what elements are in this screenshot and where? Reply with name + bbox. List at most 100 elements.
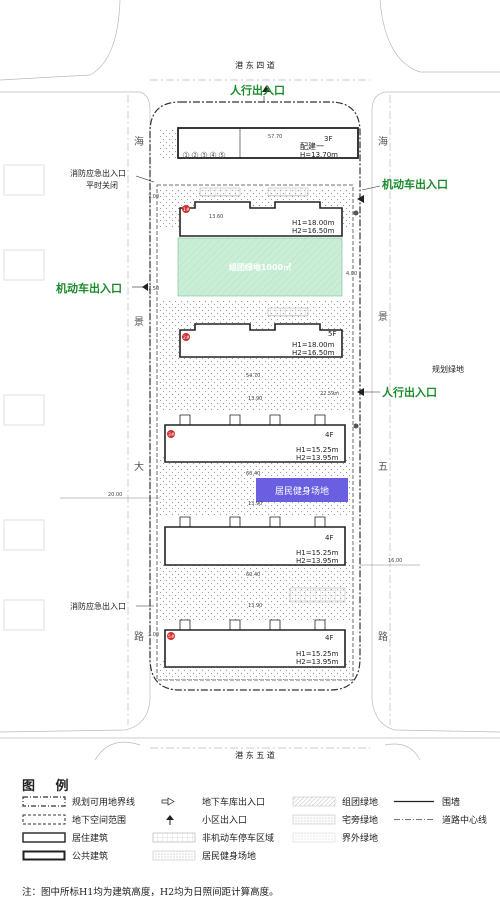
dim-60-40-b: 60.40 (246, 572, 260, 578)
dimension-labels: 20.00 16.00 13.90 13.90 13.90 22.59m 7.5… (60, 194, 420, 638)
yard-green-symbol (292, 814, 336, 825)
dim-60-40-a: 60.40 (246, 471, 260, 477)
site-plan-map: 港 东 四 道 港 东 五 道 海 景 大 路 海 景 五 路 57.70 3F… (0, 0, 500, 760)
legend-public: 公共建筑 (22, 849, 108, 862)
svg-text:7.50: 7.50 (148, 286, 159, 292)
svg-text:16.00: 16.00 (388, 558, 402, 564)
building-2-h2: H2=16.50m (292, 349, 335, 357)
wall-symbol (394, 800, 434, 803)
building-5-id: 5# (168, 634, 175, 640)
public-building-numbers: 1 2 3 4 5 (182, 151, 226, 159)
building-1-h1: H1=18.00m (292, 219, 335, 227)
building-1-h2: H2=16.50m (292, 227, 335, 235)
building-3-id: 3# (168, 432, 175, 438)
outer-green-symbol (292, 832, 336, 843)
bike-symbol (152, 832, 196, 843)
callout-ped-right: 人行出入口 (362, 385, 437, 399)
svg-text:13.90: 13.90 (248, 603, 262, 609)
road-name-bottom: 港 东 五 道 (235, 750, 275, 760)
public-symbol (22, 850, 66, 861)
building-2-h1: H1=18.00m (292, 341, 335, 349)
fitness-symbol (152, 850, 196, 861)
legend-bike: 非机动车停车区域 (152, 831, 274, 844)
legend-yard: 宅旁绿地 (292, 813, 378, 826)
svg-text:1: 1 (185, 153, 188, 159)
svg-text:2: 2 (194, 153, 197, 159)
svg-text:路: 路 (134, 630, 144, 643)
fitness-label: 居民健身场地 (275, 485, 329, 497)
building-1-dim: 13.60 (209, 214, 223, 220)
callout-veh-right: 机动车出入口 (361, 177, 448, 191)
svg-text:平时关闭: 平时关闭 (86, 180, 118, 190)
residential-symbol (22, 832, 66, 843)
svg-text:13.90: 13.90 (248, 396, 262, 402)
building-5: 5# 4F H1=15.25m H2=13.95m (164, 619, 346, 668)
building-5-h2: H2=13.95m (296, 658, 339, 666)
boundary-symbol (22, 796, 66, 807)
public-width: 57.70 (268, 134, 282, 140)
group-green-label: 组团绿地1000㎡ (229, 262, 291, 272)
svg-text:5: 5 (221, 153, 224, 159)
building-4-floors: 4F (325, 534, 333, 542)
callout-veh-left: 机动车出入口 (56, 281, 148, 295)
svg-text:4.00: 4.00 (346, 271, 357, 277)
legend: 规划可用地界线 地下空间范围 居住建筑 公共建筑 地下车库出入口 小区出入口 非… (22, 795, 492, 865)
garage-arrow-icon (161, 797, 175, 806)
svg-text:4: 4 (212, 153, 215, 159)
bike-parking-areas (199, 187, 346, 603)
entrance-arrow-icon (166, 815, 174, 825)
svg-text:13.90: 13.90 (248, 501, 262, 507)
building-1-id: 1# (183, 207, 190, 213)
centerline-symbol (394, 819, 434, 820)
building-3-h2: H2=13.95m (296, 454, 339, 462)
svg-text:海: 海 (134, 135, 144, 148)
building-4-h1: H1=15.25m (296, 549, 339, 557)
underground-symbol (22, 814, 66, 825)
group-green: 组团绿地1000㎡ (177, 237, 343, 297)
building-3-floors: 4F (325, 431, 333, 439)
callout-fire-top: 消防应急出入口 平时关闭 (70, 168, 155, 190)
legend-center: 道路中心线 (392, 813, 487, 826)
road-name-left: 海 景 大 路 (134, 135, 144, 643)
legend-entrance: 小区出入口 (152, 813, 247, 826)
callout-fire-bottom: 消防应急出入口 (70, 601, 154, 611)
svg-text:路: 路 (378, 630, 388, 643)
road-name-top: 港 东 四 道 (235, 60, 275, 70)
legend-group: 组团绿地 (292, 795, 378, 808)
svg-text:机动车出入口: 机动车出入口 (382, 177, 448, 191)
building-5-floors: 4F (325, 634, 333, 642)
svg-text:海: 海 (378, 135, 388, 148)
site-boundary (149, 101, 361, 691)
svg-text:人行出入口: 人行出入口 (382, 385, 437, 399)
callout-ped-top: 人行出入口 (230, 83, 285, 102)
building-1: 1# H1=18.00m H2=16.50m 13.60 (179, 201, 343, 237)
legend-fitness: 居民健身场地 (152, 849, 256, 862)
public-name: 配建一 (300, 141, 324, 151)
legend-garage: 地下车库出入口 (152, 795, 265, 808)
svg-text:20.00: 20.00 (108, 492, 122, 498)
legend-outer: 界外绿地 (292, 831, 378, 844)
svg-text:景: 景 (134, 316, 144, 328)
svg-text:7.00: 7.00 (148, 194, 159, 200)
building-2-floors: 5F (328, 330, 336, 338)
legend-underground: 地下空间范围 (22, 813, 126, 826)
svg-text:3: 3 (203, 153, 206, 159)
building-2-id: 2# (183, 335, 190, 341)
road-name-right: 海 景 五 路 (378, 135, 388, 643)
building-4: 4F H1=15.25m H2=13.95m 60.40 (164, 516, 346, 578)
building-2: 2# 5F H1=18.00m H2=16.50m 54.70 (179, 323, 343, 379)
footnote: 注：图中所标H1均为建筑高度，H2均为日照间距计算高度。 (22, 887, 279, 898)
callout-green-right: 规划绿地 (432, 364, 464, 374)
building-5-h1: H1=15.25m (296, 650, 339, 658)
legend-residential: 居住建筑 (22, 831, 108, 844)
svg-text:五: 五 (378, 462, 388, 473)
dim-54-70: 54.70 (246, 373, 260, 379)
public-floors: 3F (324, 135, 332, 143)
group-green-symbol (292, 796, 336, 807)
legend-wall: 围墙 (392, 795, 460, 808)
public-height: H=13.70m (300, 151, 338, 159)
svg-text:消防应急出入口: 消防应急出入口 (70, 168, 126, 178)
building-3-h1: H1=15.25m (296, 446, 339, 454)
svg-text:机动车出入口: 机动车出入口 (56, 281, 122, 295)
legend-title: 图 例 (22, 779, 77, 794)
